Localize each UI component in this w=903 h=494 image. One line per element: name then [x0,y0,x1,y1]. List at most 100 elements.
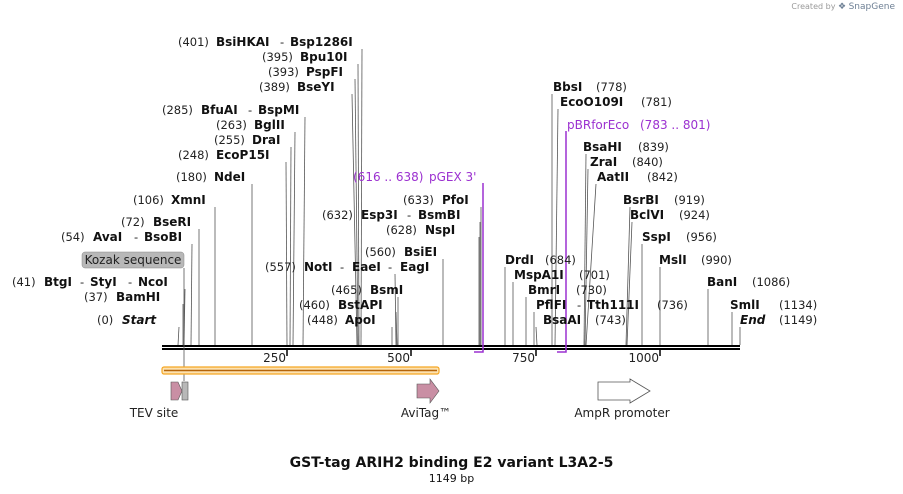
site-label-row[interactable]: AatII (842) [597,170,678,184]
site-position: (72) [121,215,145,229]
site-connector [289,146,292,346]
site-connector [583,153,587,346]
label-separator: - [407,208,411,222]
ampr-promoter-feature[interactable]: AmpR promoter [574,378,670,420]
site-connector [302,116,306,346]
site-label-row[interactable]: (560) BsiEI [365,245,437,259]
enzyme-name: BstAPI [338,298,383,312]
primer-pgex3[interactable]: (616 .. 638) pGEX 3' [353,170,484,353]
enzyme-name: BfuAI [201,103,238,117]
site-position: (840) [632,155,663,169]
site-label-row[interactable]: (0) Start [97,313,157,327]
site-label-row[interactable]: MspA1I (701) [514,268,610,282]
site-position: (990) [701,253,732,267]
site-position: (1086) [752,275,790,289]
snapgene-watermark: Created by ❖ SnapGene [791,2,895,12]
site-label-row[interactable]: (401) BsiHKAI - Bsp1286I [178,35,353,49]
site-position: (778) [596,80,627,94]
label-separator: - [248,103,252,117]
site-position: (632) [322,208,353,222]
site-label-row[interactable]: (255) DraI [214,133,280,147]
orf-bar[interactable] [161,366,440,375]
site-label-row[interactable]: EcoO109I (781) [560,95,672,109]
site-label-row[interactable]: MslI (990) [659,253,732,267]
site-position: (448) [307,313,338,327]
site-label-row[interactable]: BsrBI (919) [623,193,705,207]
site-position: (54) [61,230,85,244]
site-label-row[interactable]: (448) ApoI [307,313,376,327]
site-label-row[interactable]: (628) NspI [386,223,455,237]
enzyme-name: BsaAI [543,313,581,327]
enzyme-name: BsoBI [144,230,182,244]
enzyme-name: Tth111I [587,298,639,312]
label-separator: - [388,260,392,274]
axis-ticks [286,349,661,356]
enzyme-name: MslI [659,253,687,267]
site-label-row[interactable]: DrdI (684) [505,253,576,267]
avitag-feature[interactable]: AviTag™ [401,378,451,420]
primer-pbrforeco-range: (783 .. 801) [640,118,710,132]
site-label-row[interactable]: (389) BseYI [259,80,335,94]
enzyme-name: BseYI [297,80,335,94]
site-label-row[interactable]: (395) Bpu10I [262,50,347,64]
site-position: (106) [133,193,164,207]
site-position: (263) [216,118,247,132]
site-label-row[interactable]: (41) BtgI - StyI - NcoI [12,275,168,289]
tick-label-250: 250 [263,351,286,365]
snapgene-logo: ❖ [837,2,847,12]
site-position: (37) [84,290,108,304]
site-label-row[interactable]: BbsI (778) [553,80,627,94]
site-position: (633) [403,193,434,207]
site-label-row[interactable]: SspI (956) [642,230,717,244]
site-connector [351,93,358,346]
primer-pgex3-range: (616 .. 638) [353,170,423,184]
site-label-row[interactable]: (285) BfuAI - BspMI [162,103,299,117]
site-position: (0) [97,313,113,327]
site-label-row[interactable]: BanI (1086) [707,275,790,289]
site-position: (924) [679,208,710,222]
label-separator: - [340,260,344,274]
site-label-row[interactable]: (632) Esp3I - BsmBI [322,208,460,222]
site-label-row[interactable]: SmlI (1134) [730,298,817,312]
site-label-row[interactable]: BsaHI (839) [583,140,669,154]
site-label-row[interactable]: (633) PfoI [403,193,469,207]
site-label-row[interactable]: (248) EcoP15I [178,148,270,162]
enzyme-name: Esp3I [361,208,398,222]
map-length: 1149 bp [428,472,475,485]
site-label-row[interactable]: (37) BamHI [84,290,160,304]
site-connector [626,221,633,346]
site-connector [535,326,538,346]
site-label-row[interactable]: (393) PspFI [268,65,343,79]
kozak-sequence-feature[interactable]: Kozak sequence [81,251,185,381]
site-label-row[interactable]: (557) NotI - EaeI - EagI [265,260,429,274]
site-label-row[interactable]: (460) BstAPI [299,298,383,312]
sequence-end-label: End [740,313,766,327]
site-connector [357,63,360,346]
site-label-row[interactable]: (180) NdeI [176,170,245,184]
site-label-row[interactable]: (465) BsmI [331,283,403,297]
enzyme-name: SmlI [730,298,760,312]
site-label-row[interactable]: BsaAI (743) [543,313,626,327]
site-connector [585,183,597,346]
enzyme-name: BsiHKAI [216,35,270,49]
site-connector [292,131,296,346]
primer-pbrforeco-name: pBRforEco [567,118,629,132]
site-label-row[interactable]: (54) AvaI - BsoBI [61,230,182,244]
enzyme-name: BtgI [44,275,72,289]
site-label-row[interactable]: (72) BseRI [121,215,191,229]
site-label-row[interactable]: BclVI (924) [630,208,710,222]
enzyme-name: DraI [252,133,280,147]
site-label-row[interactable]: BmrI (730) [528,283,607,297]
site-label-row[interactable]: End (1149) [740,313,817,327]
site-label-row[interactable]: ZraI (840) [590,155,663,169]
tev-site-feature[interactable]: TEV site [129,381,189,420]
site-label-row[interactable]: PflFI - Tth111I (736) [536,298,688,312]
site-position: (255) [214,133,245,147]
site-label-row[interactable]: (263) BglII [216,118,285,132]
site-label-row[interactable]: (106) XmnI [133,193,206,207]
sequence-start-label: Start [122,313,157,327]
primer-pbrforeco[interactable]: pBRforEco (783 .. 801) [557,118,710,353]
site-position: (248) [178,148,209,162]
enzyme-name: Bsp1286I [290,35,353,49]
site-position: (839) [638,140,669,154]
